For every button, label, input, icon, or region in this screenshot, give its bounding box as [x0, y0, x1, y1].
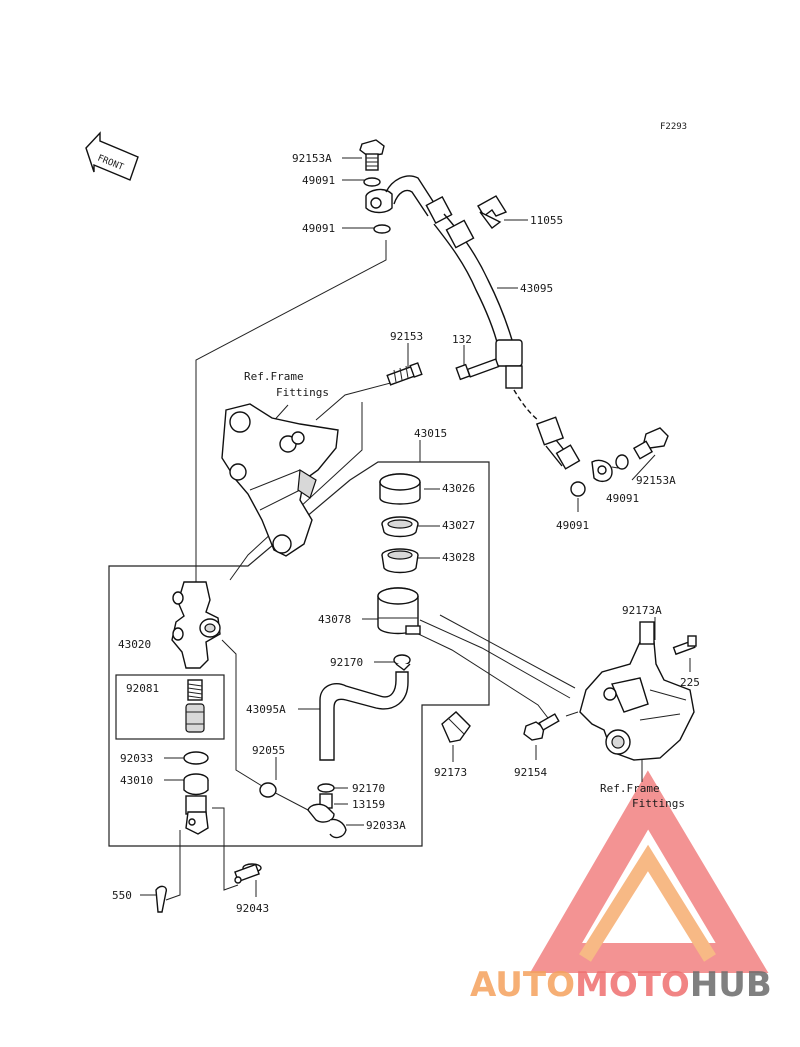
reservoir-icon: [377, 587, 421, 635]
bolt-icon: [455, 358, 500, 381]
master-cylinder-icon: [171, 581, 221, 669]
label-92153: 92153: [390, 330, 423, 343]
label-92153A: 92153A: [292, 152, 332, 165]
reservoir-hose-icon: [319, 671, 409, 761]
label-43095: 43095: [520, 282, 553, 295]
part-labels: 92153A 49091 49091 11055 43095 92153 132…: [112, 152, 700, 915]
label-43015: 43015: [414, 427, 447, 440]
washer-icon: [570, 481, 586, 497]
cotter-pin-icon: [155, 885, 168, 913]
label-43027: 43027: [442, 519, 475, 532]
banjo-bolt-right-icon: [632, 427, 669, 460]
clamp-icon: [477, 195, 508, 229]
frame-fitting-right-icon: [579, 621, 695, 761]
washer-icon: [363, 177, 381, 187]
label-132: 132: [452, 333, 472, 346]
hose-clip-icon: [393, 654, 411, 671]
label-43095A: 43095A: [246, 703, 286, 716]
label-49091: 49091: [302, 174, 335, 187]
washer-icon: [373, 224, 391, 234]
label-92033: 92033: [120, 752, 153, 765]
label-fittings: Fittings: [632, 797, 685, 810]
label-11055: 11055: [530, 214, 563, 227]
label-92055: 92055: [252, 744, 285, 757]
push-rod-icon: [183, 773, 209, 835]
pin-icon: [234, 863, 262, 884]
label-49091: 49091: [302, 222, 335, 235]
washer-icon: [615, 454, 629, 470]
banjo-bolt-top-icon: [359, 139, 385, 171]
watermark-text: AUTOMOTOHUB: [470, 965, 772, 1005]
label-43010: 43010: [120, 774, 153, 787]
label-225: 225: [680, 676, 700, 689]
frame-fitting-icon: [221, 403, 339, 557]
label-49091: 49091: [556, 519, 589, 532]
label-43026: 43026: [442, 482, 475, 495]
clamp-icon: [441, 711, 471, 743]
diaphragm-plate-icon: [381, 516, 419, 538]
label-ref-frame: Ref.Frame: [600, 782, 660, 795]
label-43028: 43028: [442, 551, 475, 564]
brake-hose-icon: [365, 175, 613, 483]
label-92153A: 92153A: [636, 474, 676, 487]
label-92173: 92173: [434, 766, 467, 779]
label-92170: 92170: [352, 782, 385, 795]
bolt-icon: [386, 362, 423, 386]
elbow-fitting-icon: [307, 783, 347, 839]
leader-lines: [108, 157, 691, 901]
label-49091: 49091: [606, 492, 639, 505]
watermark-hub: HUB: [690, 965, 772, 1005]
front-arrow-icon: FRONT: [85, 131, 139, 181]
o-ring-icon: [259, 782, 277, 798]
label-43020: 43020: [118, 638, 151, 651]
bolt-icon: [523, 713, 560, 741]
label-13159: 13159: [352, 798, 385, 811]
watermark-auto: AUTO: [470, 965, 575, 1005]
label-92081: 92081: [126, 682, 159, 695]
label-fittings: Fittings: [276, 386, 329, 399]
figure-code: F2293: [660, 122, 687, 132]
label-92173A: 92173A: [622, 604, 662, 617]
spring-piston-icon: [185, 679, 205, 733]
reservoir-cap-icon: [379, 473, 421, 505]
label-43078: 43078: [318, 613, 351, 626]
circlip-icon: [183, 751, 209, 765]
label-ref-frame: Ref.Frame: [244, 370, 304, 383]
label-550: 550: [112, 889, 132, 902]
watermark-moto: MOTO: [575, 965, 690, 1005]
label-92170: 92170: [330, 656, 363, 669]
watermark-logo-icon: [529, 770, 769, 973]
diaphragm-icon: [381, 548, 419, 574]
label-92154: 92154: [514, 766, 547, 779]
bolt-icon: [672, 635, 697, 656]
label-92043: 92043: [236, 902, 269, 915]
label-92033A: 92033A: [366, 819, 406, 832]
